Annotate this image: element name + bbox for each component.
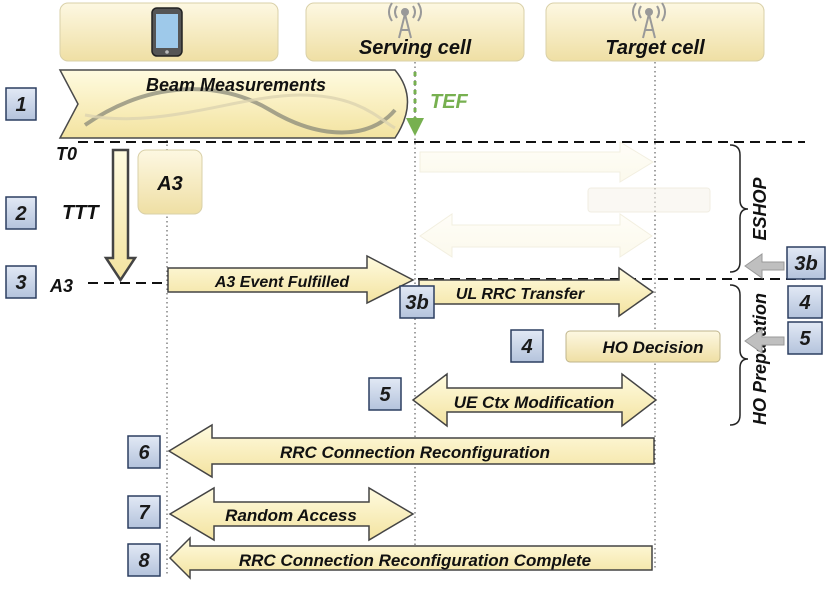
svg-text:3b: 3b	[794, 253, 817, 275]
t0-label: T0	[56, 144, 77, 164]
svg-text:3: 3	[15, 272, 26, 294]
step-badge-5: 5	[368, 377, 402, 411]
ho-preparation-phase-label: HO Preparation	[750, 293, 770, 425]
cell-tower-icon	[632, 2, 666, 39]
msg-rrc-reconf-complete-label: RRC Connection Reconfiguration Complete	[239, 551, 591, 570]
beam-measurements-banner: Beam Measurements	[58, 69, 409, 139]
eshop-brace	[729, 144, 749, 273]
svg-text:4: 4	[798, 292, 810, 314]
step-badge-4: 4	[510, 329, 544, 363]
msg-ue-ctx-label: UE Ctx Modification	[454, 393, 615, 412]
tef-indicator: TEF	[406, 72, 469, 136]
a3-box-label: A3	[156, 173, 183, 195]
beam-wave-icon	[83, 87, 397, 135]
msg-a3-event-label: A3 Event Fulfilled	[214, 274, 350, 291]
step-badge-6: 6	[127, 435, 161, 469]
step-badge-3: 3	[5, 265, 37, 299]
entity-target-cell: Target cell	[545, 2, 765, 62]
ho-decision-box: HO Decision	[565, 330, 721, 363]
step-badge-3b: 3b	[399, 285, 435, 319]
step-badge-7: 7	[127, 495, 161, 529]
svg-text:2: 2	[14, 203, 26, 225]
svg-text:7: 7	[138, 502, 150, 524]
msg-random-access: Random Access	[168, 486, 415, 542]
side-arrow-3b	[744, 253, 785, 279]
step-badge-1: 1	[5, 87, 37, 121]
svg-text:6: 6	[138, 442, 150, 464]
ho-decision-label: HO Decision	[602, 338, 703, 357]
msg-rrc-reconf-complete: RRC Connection Reconfiguration Complete	[168, 536, 653, 580]
ttt-label: TTT	[62, 202, 100, 224]
entity-ue	[59, 2, 279, 62]
tef-label: TEF	[430, 91, 469, 113]
svg-text:1: 1	[15, 94, 26, 116]
cell-tower-icon	[388, 2, 422, 39]
serving-cell-label: Serving cell	[359, 37, 472, 59]
svg-text:5: 5	[799, 328, 811, 350]
msg-ul-rrc-transfer: UL RRC Transfer	[418, 266, 655, 318]
eshop-faded-arrows	[419, 141, 711, 258]
svg-text:5: 5	[379, 384, 391, 406]
ho-preparation-brace	[729, 284, 749, 426]
step-badge-2: 2	[5, 196, 37, 230]
target-cell-label: Target cell	[605, 37, 705, 59]
entity-serving-cell: Serving cell	[305, 2, 525, 62]
step-badge-8: 8	[127, 543, 161, 577]
a3-event-box: A3	[137, 149, 203, 215]
svg-text:8: 8	[138, 550, 150, 572]
beam-measurements-label: Beam Measurements	[146, 75, 326, 95]
step-badge-4-side: 4	[787, 285, 823, 319]
msg-ul-rrc-label: UL RRC Transfer	[456, 286, 585, 303]
eshop-phase-label: ESHOP	[750, 177, 770, 241]
step-badge-3b-side: 3b	[786, 246, 826, 280]
msg-rrc-connection-reconfiguration: RRC Connection Reconfiguration	[167, 423, 655, 479]
step-badge-5-side: 5	[787, 321, 823, 355]
msg-a3-event-fulfilled: A3 Event Fulfilled	[167, 254, 415, 305]
msg-random-access-label: Random Access	[225, 506, 357, 525]
msg-ue-ctx-modification: UE Ctx Modification	[411, 372, 658, 428]
svg-text:4: 4	[520, 336, 532, 358]
svg-text:3b: 3b	[405, 292, 428, 314]
smartphone-icon	[151, 7, 183, 57]
ttt-arrow	[103, 148, 138, 283]
side-arrow-5	[744, 328, 785, 354]
msg-rrc-reconf-label: RRC Connection Reconfiguration	[280, 443, 550, 462]
a3-marker-label: A3	[49, 276, 73, 296]
